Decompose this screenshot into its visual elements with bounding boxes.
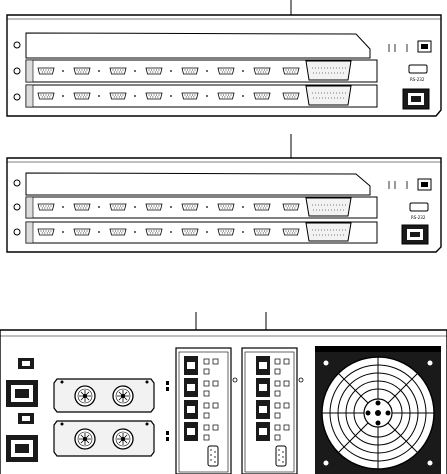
middle-unit: RS-232 bbox=[7, 134, 441, 252]
screw bbox=[14, 204, 20, 210]
db25-port bbox=[306, 86, 351, 105]
db25-port bbox=[306, 61, 351, 80]
db25-port bbox=[306, 223, 351, 241]
port-label: RS-232 bbox=[411, 215, 426, 220]
screw bbox=[14, 94, 20, 100]
power-supply-module bbox=[54, 421, 154, 456]
fan-grille-icon bbox=[322, 357, 434, 469]
blank-slot-panel bbox=[26, 33, 370, 58]
db25-port bbox=[306, 198, 351, 216]
blank-slot-panel bbox=[26, 173, 370, 195]
power-supply-module bbox=[54, 379, 154, 412]
port-label: RS-232 bbox=[410, 77, 425, 82]
top-unit: RS-232 bbox=[7, 0, 441, 116]
screw bbox=[14, 180, 20, 186]
screw bbox=[14, 68, 20, 74]
serial-console-port bbox=[409, 65, 427, 73]
screw bbox=[14, 42, 20, 48]
db9-port bbox=[208, 446, 218, 466]
bottom-unit bbox=[0, 312, 447, 474]
serial-console-port bbox=[410, 203, 428, 211]
db9-port bbox=[276, 446, 286, 466]
screw bbox=[14, 229, 20, 235]
